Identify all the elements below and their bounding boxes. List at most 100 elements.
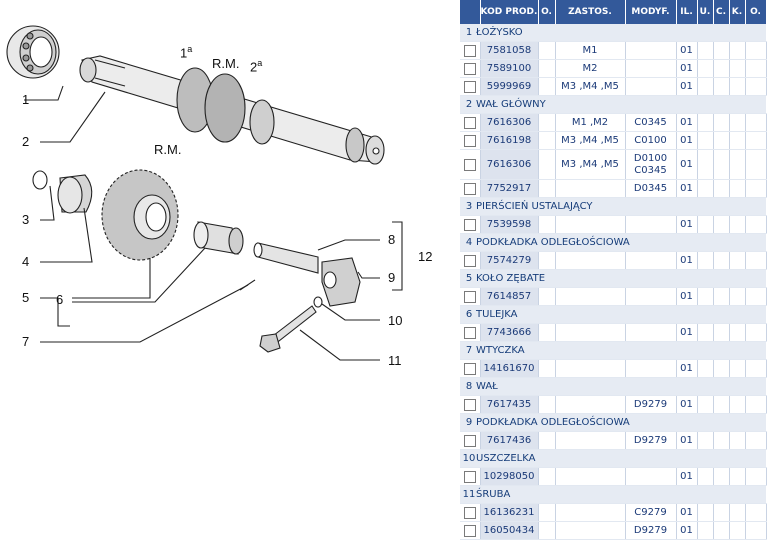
cell-zastos: M3 ,M4 ,M5: [555, 77, 626, 96]
callout-12[interactable]: 12: [418, 249, 433, 264]
part-code[interactable]: 16136231: [480, 503, 539, 522]
cell-o: [538, 41, 556, 60]
cell-k: [729, 323, 746, 342]
cell-o: [538, 215, 556, 234]
cell-u: [697, 59, 714, 78]
cell-u: [697, 179, 714, 198]
group-name[interactable]: ŚRUBA: [476, 489, 511, 500]
header-u: U.: [697, 0, 714, 24]
group-name[interactable]: WAŁ: [476, 381, 498, 392]
select-checkbox[interactable]: [463, 470, 476, 483]
callout-3[interactable]: 3: [22, 212, 30, 227]
select-checkbox[interactable]: [463, 158, 476, 171]
bolt-illustration: [259, 305, 317, 353]
row-select-cell: [460, 287, 481, 306]
callout-10[interactable]: 10: [388, 313, 403, 328]
part-code[interactable]: 7589100: [480, 59, 539, 78]
part-code[interactable]: 7617435: [480, 395, 539, 414]
group-number: 4: [465, 237, 473, 248]
select-checkbox[interactable]: [463, 62, 476, 75]
header-k: K.: [729, 0, 746, 24]
group-number: 6: [465, 309, 473, 320]
part-code[interactable]: 7574279: [480, 251, 539, 270]
cell-il: 01: [676, 113, 698, 132]
part-code[interactable]: 7616306: [480, 113, 539, 132]
group-number: 9: [465, 417, 473, 428]
cell-modyf: [625, 359, 677, 378]
callout-2[interactable]: 2: [22, 134, 30, 149]
callout-5[interactable]: 5: [22, 290, 30, 305]
group-name[interactable]: USZCZELKA: [476, 453, 536, 464]
part-code[interactable]: 7616306: [480, 149, 539, 180]
select-checkbox[interactable]: [463, 254, 476, 267]
cell-il: 01: [676, 287, 698, 306]
select-checkbox[interactable]: [463, 326, 476, 339]
header-il: IL.: [676, 0, 698, 24]
cell-il: 01: [676, 521, 698, 540]
group-name[interactable]: ŁOŻYSKO: [476, 27, 523, 38]
part-code[interactable]: 5999969: [480, 77, 539, 96]
select-checkbox[interactable]: [463, 218, 476, 231]
cell-il: 01: [676, 179, 698, 198]
part-code[interactable]: 10298050: [480, 467, 539, 486]
select-checkbox[interactable]: [463, 116, 476, 129]
table-row: 7614857 01: [460, 287, 767, 306]
cell-o2: [745, 467, 767, 486]
cell-c: [713, 251, 730, 270]
part-code[interactable]: 16050434: [480, 521, 539, 540]
cell-k: [729, 59, 746, 78]
row-select-cell: [460, 41, 481, 60]
select-checkbox[interactable]: [463, 398, 476, 411]
callout-1[interactable]: 1: [22, 92, 30, 107]
group-name[interactable]: KOŁO ZĘBATE: [476, 273, 546, 284]
cell-k: [729, 77, 746, 96]
row-select-cell: [460, 395, 481, 414]
select-checkbox[interactable]: [463, 44, 476, 57]
select-checkbox[interactable]: [463, 524, 476, 537]
callout-8[interactable]: 8: [388, 232, 396, 247]
part-code[interactable]: 7752917: [480, 179, 539, 198]
group-name[interactable]: WTYCZKA: [476, 345, 525, 356]
part-code[interactable]: 7617436: [480, 431, 539, 450]
row-select-cell: [460, 149, 481, 180]
cell-o2: [745, 215, 767, 234]
cell-c: [713, 503, 730, 522]
group-name[interactable]: PODKŁADKA ODLEGŁOŚCIOWA: [476, 417, 630, 428]
select-checkbox[interactable]: [463, 434, 476, 447]
cell-modyf: D9279: [625, 521, 677, 540]
select-checkbox[interactable]: [463, 362, 476, 375]
part-code[interactable]: 7743666: [480, 323, 539, 342]
cell-o2: [745, 77, 767, 96]
select-checkbox[interactable]: [463, 506, 476, 519]
select-checkbox[interactable]: [463, 80, 476, 93]
cell-k: [729, 503, 746, 522]
cell-u: [697, 41, 714, 60]
callout-11[interactable]: 11: [388, 353, 402, 368]
callout-4[interactable]: 4: [22, 254, 30, 269]
part-code[interactable]: 7539598: [480, 215, 539, 234]
callout-9[interactable]: 9: [388, 270, 396, 285]
cell-o2: [745, 503, 767, 522]
exploded-parts-diagram: R.M. 1a 2a R.M. 1 2 3 4 5 6 7 8 9 10 11 …: [6, 25, 433, 368]
part-code[interactable]: 7614857: [480, 287, 539, 306]
part-code[interactable]: 7616198: [480, 131, 539, 150]
select-checkbox[interactable]: [463, 290, 476, 303]
callout-7[interactable]: 7: [22, 334, 30, 349]
group-name[interactable]: PIERŚCIEŃ USTALAJĄCY: [476, 201, 593, 212]
main-shaft-illustration: [79, 55, 385, 165]
part-code[interactable]: 7581058: [480, 41, 539, 60]
group-name[interactable]: TULEJKA: [476, 309, 518, 320]
callout-6[interactable]: 6: [56, 292, 64, 307]
select-checkbox[interactable]: [463, 134, 476, 147]
cell-c: [713, 521, 730, 540]
part-code[interactable]: 14161670: [480, 359, 539, 378]
select-checkbox[interactable]: [463, 182, 476, 195]
parts-list-panel: KOD PROD. O. ZASTOS. MODYF. IL. U. C. K.…: [460, 0, 775, 548]
group-name[interactable]: WAŁ GŁÓWNY: [476, 99, 546, 110]
group-name[interactable]: PODKŁADKA ODLEGŁOŚCIOWA: [476, 237, 630, 248]
